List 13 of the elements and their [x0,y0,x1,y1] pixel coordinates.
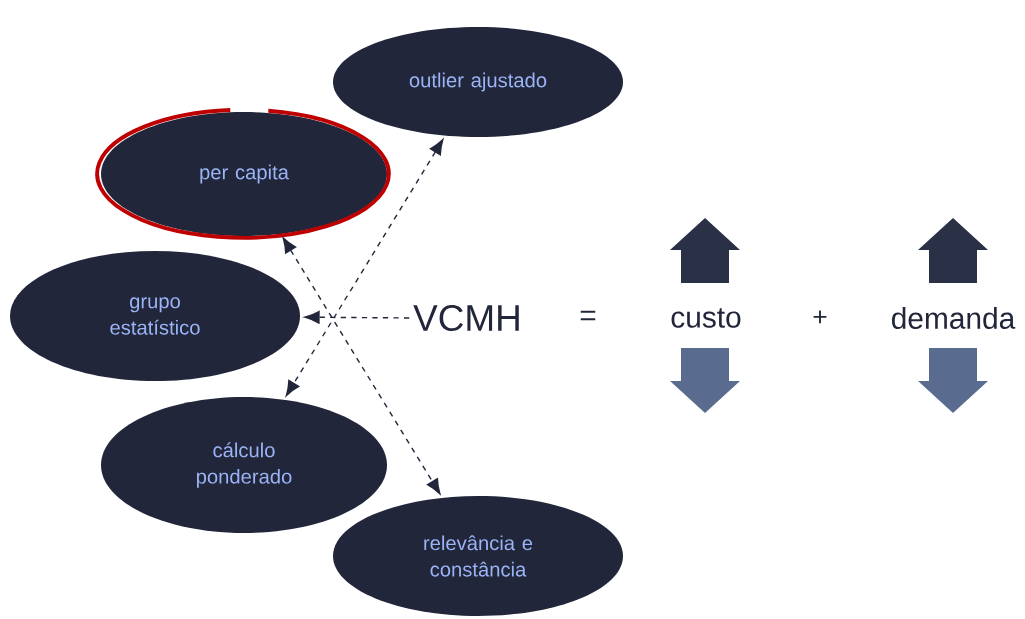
ellipse-node: relevância e constância [333,496,623,616]
formula-term: custo [671,308,741,328]
formula-term: = [580,310,596,321]
arrow [282,237,441,495]
formula-term: + [813,310,827,324]
formula-term: demanda [892,307,1016,329]
ellipse-node: cálculo ponderado [101,397,387,533]
ellipse-node: per capita [101,112,387,236]
ellipse-node: grupo estatístico [10,251,300,381]
arrow [304,310,410,324]
ellipse-node: outlier ajustado [333,27,623,137]
arrow [285,139,444,397]
formula-term: VCMH [413,304,519,332]
